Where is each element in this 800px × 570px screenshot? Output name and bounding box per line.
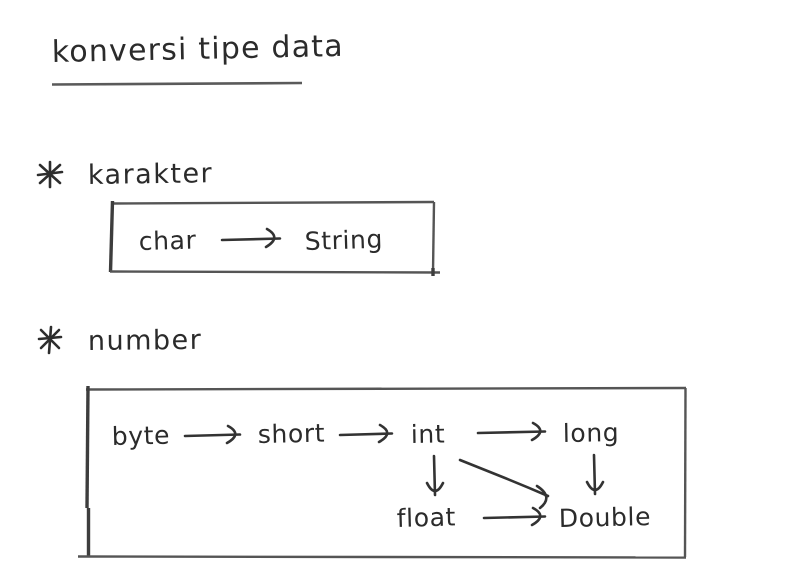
node-long: long [563,418,620,448]
box1-bottom-edge [109,270,441,274]
box2-bottom-edge [77,555,687,559]
asterisk-bullet-icon [36,160,64,189]
arrow-long-to-double [585,453,605,496]
page-title: konversi tipe data [51,29,344,70]
char-conversion-box [108,200,441,276]
node-byte: byte [111,421,170,451]
arrow-int-to-float [425,454,445,497]
box2-left-edge-upper [85,385,90,509]
box1-top-edge [111,200,435,205]
box2-top-edge [85,386,687,391]
node-double: Double [559,502,652,533]
node-char: char [138,225,196,256]
title-group: konversi tipe data [51,29,344,86]
box1-left-edge [108,200,115,273]
arrow-int-to-double [458,458,550,510]
arrow-byte-to-short [183,424,242,445]
box1-right-edge [431,201,436,273]
title-underline [51,81,303,86]
node-short: short [258,419,326,449]
heading-number: number [88,325,203,357]
node-string: String [304,225,383,256]
arrow-int-to-long [476,421,547,442]
arrow-short-to-int [338,423,394,444]
node-int: int [411,419,446,449]
box2-right-edge [683,387,687,558]
heading-karakter: karakter [88,158,214,191]
node-float: float [396,502,456,533]
number-conversion-box [77,385,687,559]
arrow-char-to-string [220,227,282,249]
arrow-float-to-double [482,506,547,527]
section-karakter: karakter char String [36,158,441,276]
asterisk-bullet-icon-2 [37,325,63,355]
section-number: number byte short [37,325,687,559]
